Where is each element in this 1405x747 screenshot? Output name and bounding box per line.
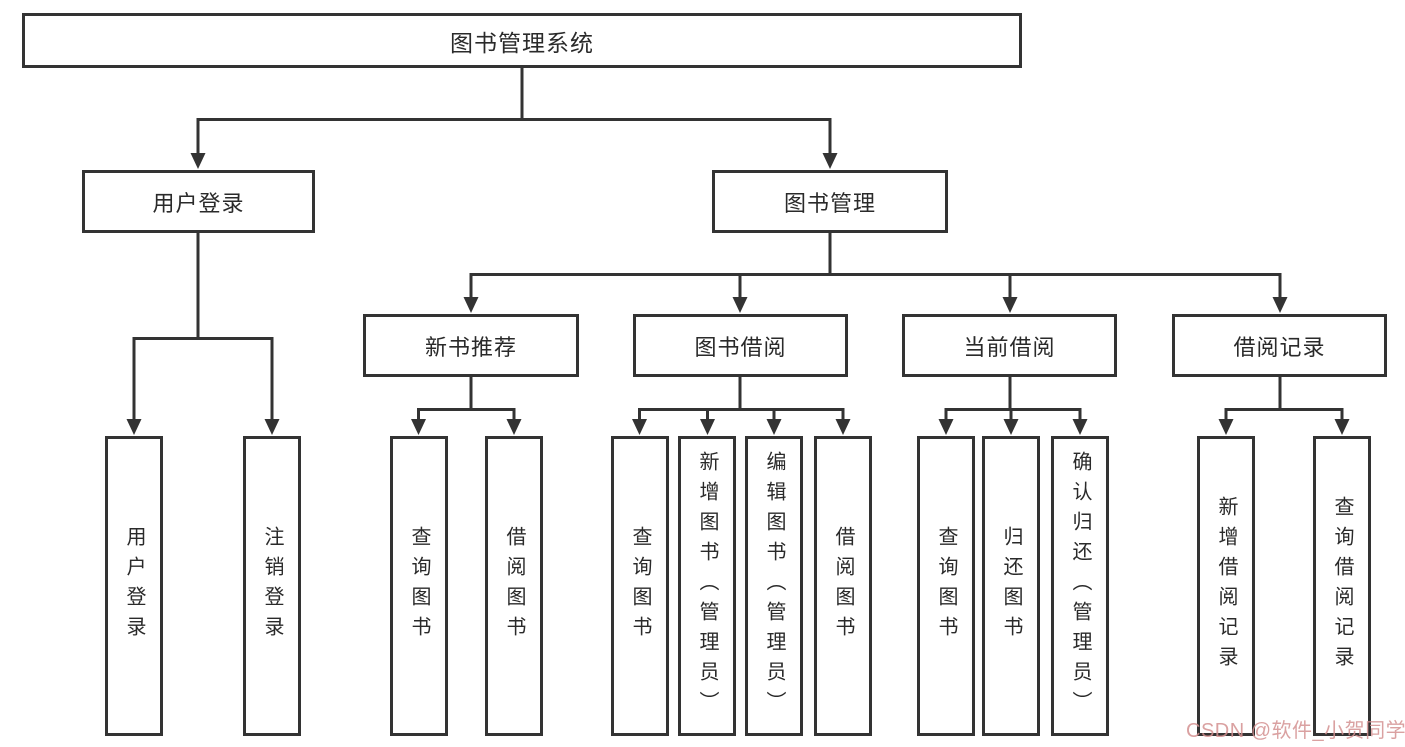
leaf-user-login-label: 用户登录: [123, 526, 145, 646]
leaf-add-book-admin: 新增图书（管理员）: [678, 436, 736, 736]
leaf-user-login: 用户登录: [105, 436, 163, 736]
leaf-query-books-borrowing: 查询图书: [611, 436, 669, 736]
node-book-management: 图书管理: [712, 170, 948, 233]
leaf-borrow-books-borrowing-label: 借阅图书: [832, 526, 854, 646]
node-root-label: 图书管理系统: [450, 29, 594, 56]
arrow-down-icon: [190, 153, 206, 169]
leaf-borrow-books-recommend-label: 借阅图书: [503, 526, 525, 646]
arrow-down-icon: [1334, 419, 1350, 435]
node-user-login: 用户登录: [82, 170, 315, 233]
leaf-logout: 注销登录: [243, 436, 301, 736]
arrow-down-icon: [938, 419, 954, 435]
leaf-add-borrow-record-label: 新增借阅记录: [1215, 496, 1237, 676]
node-borrowing-records: 借阅记录: [1172, 314, 1387, 377]
arrow-down-icon: [732, 297, 748, 313]
leaf-query-borrow-record-label: 查询借阅记录: [1331, 496, 1353, 676]
leaf-logout-label: 注销登录: [261, 526, 283, 646]
leaf-query-borrow-record: 查询借阅记录: [1313, 436, 1371, 736]
leaf-confirm-return-admin: 确认归还（管理员）: [1051, 436, 1109, 736]
arrow-down-icon: [1072, 419, 1088, 435]
arrow-down-icon: [1003, 419, 1019, 435]
node-new-book-recommend-label: 新书推荐: [424, 334, 517, 360]
node-book-management-label: 图书管理: [783, 190, 876, 216]
arrow-down-icon: [506, 419, 522, 435]
leaf-confirm-return-admin-label: 确认归还（管理员）: [1069, 451, 1091, 721]
leaf-borrow-books-borrowing: 借阅图书: [814, 436, 872, 736]
leaf-query-books-current: 查询图书: [917, 436, 975, 736]
arrow-down-icon: [1218, 419, 1234, 435]
arrow-down-icon: [126, 419, 142, 435]
leaf-add-borrow-record: 新增借阅记录: [1197, 436, 1255, 736]
leaf-edit-book-admin: 编辑图书（管理员）: [745, 436, 803, 736]
arrow-down-icon: [632, 419, 647, 435]
arrow-down-icons: [126, 153, 1350, 435]
arrow-down-icon: [700, 419, 715, 435]
leaf-query-books-borrowing-label: 查询图书: [629, 526, 651, 646]
leaf-query-books-recommend-label: 查询图书: [408, 526, 430, 646]
leaf-borrow-books-recommend: 借阅图书: [485, 436, 543, 736]
csdn-watermark: CSDN @软件_小贺同学: [1186, 720, 1405, 742]
node-current-borrowing: 当前借阅: [902, 314, 1117, 377]
node-borrowing-records-label: 借阅记录: [1233, 334, 1326, 360]
arrow-down-icon: [463, 297, 479, 313]
arrow-down-icon: [766, 419, 782, 435]
node-root: 图书管理系统: [22, 13, 1022, 68]
leaf-add-book-admin-label: 新增图书（管理员）: [696, 451, 718, 721]
node-book-borrowing: 图书借阅: [633, 314, 848, 377]
node-book-borrowing-label: 图书借阅: [694, 334, 787, 360]
node-user-login-label: 用户登录: [152, 190, 245, 216]
leaf-query-books-recommend: 查询图书: [390, 436, 448, 736]
node-current-borrowing-label: 当前借阅: [963, 334, 1056, 360]
leaf-edit-book-admin-label: 编辑图书（管理员）: [763, 451, 785, 721]
leaf-return-book: 归还图书: [982, 436, 1040, 736]
connector-path: [132, 68, 1344, 421]
leaf-query-books-current-label: 查询图书: [935, 526, 957, 646]
arrow-down-icon: [822, 153, 838, 169]
arrow-down-icon: [1272, 297, 1288, 313]
leaf-return-book-label: 归还图书: [1000, 526, 1022, 646]
arrow-down-icon: [411, 419, 426, 435]
arrow-down-icon: [835, 419, 851, 435]
arrow-down-icon: [1002, 297, 1018, 313]
arrow-down-icon: [264, 419, 280, 435]
node-new-book-recommend: 新书推荐: [363, 314, 579, 377]
